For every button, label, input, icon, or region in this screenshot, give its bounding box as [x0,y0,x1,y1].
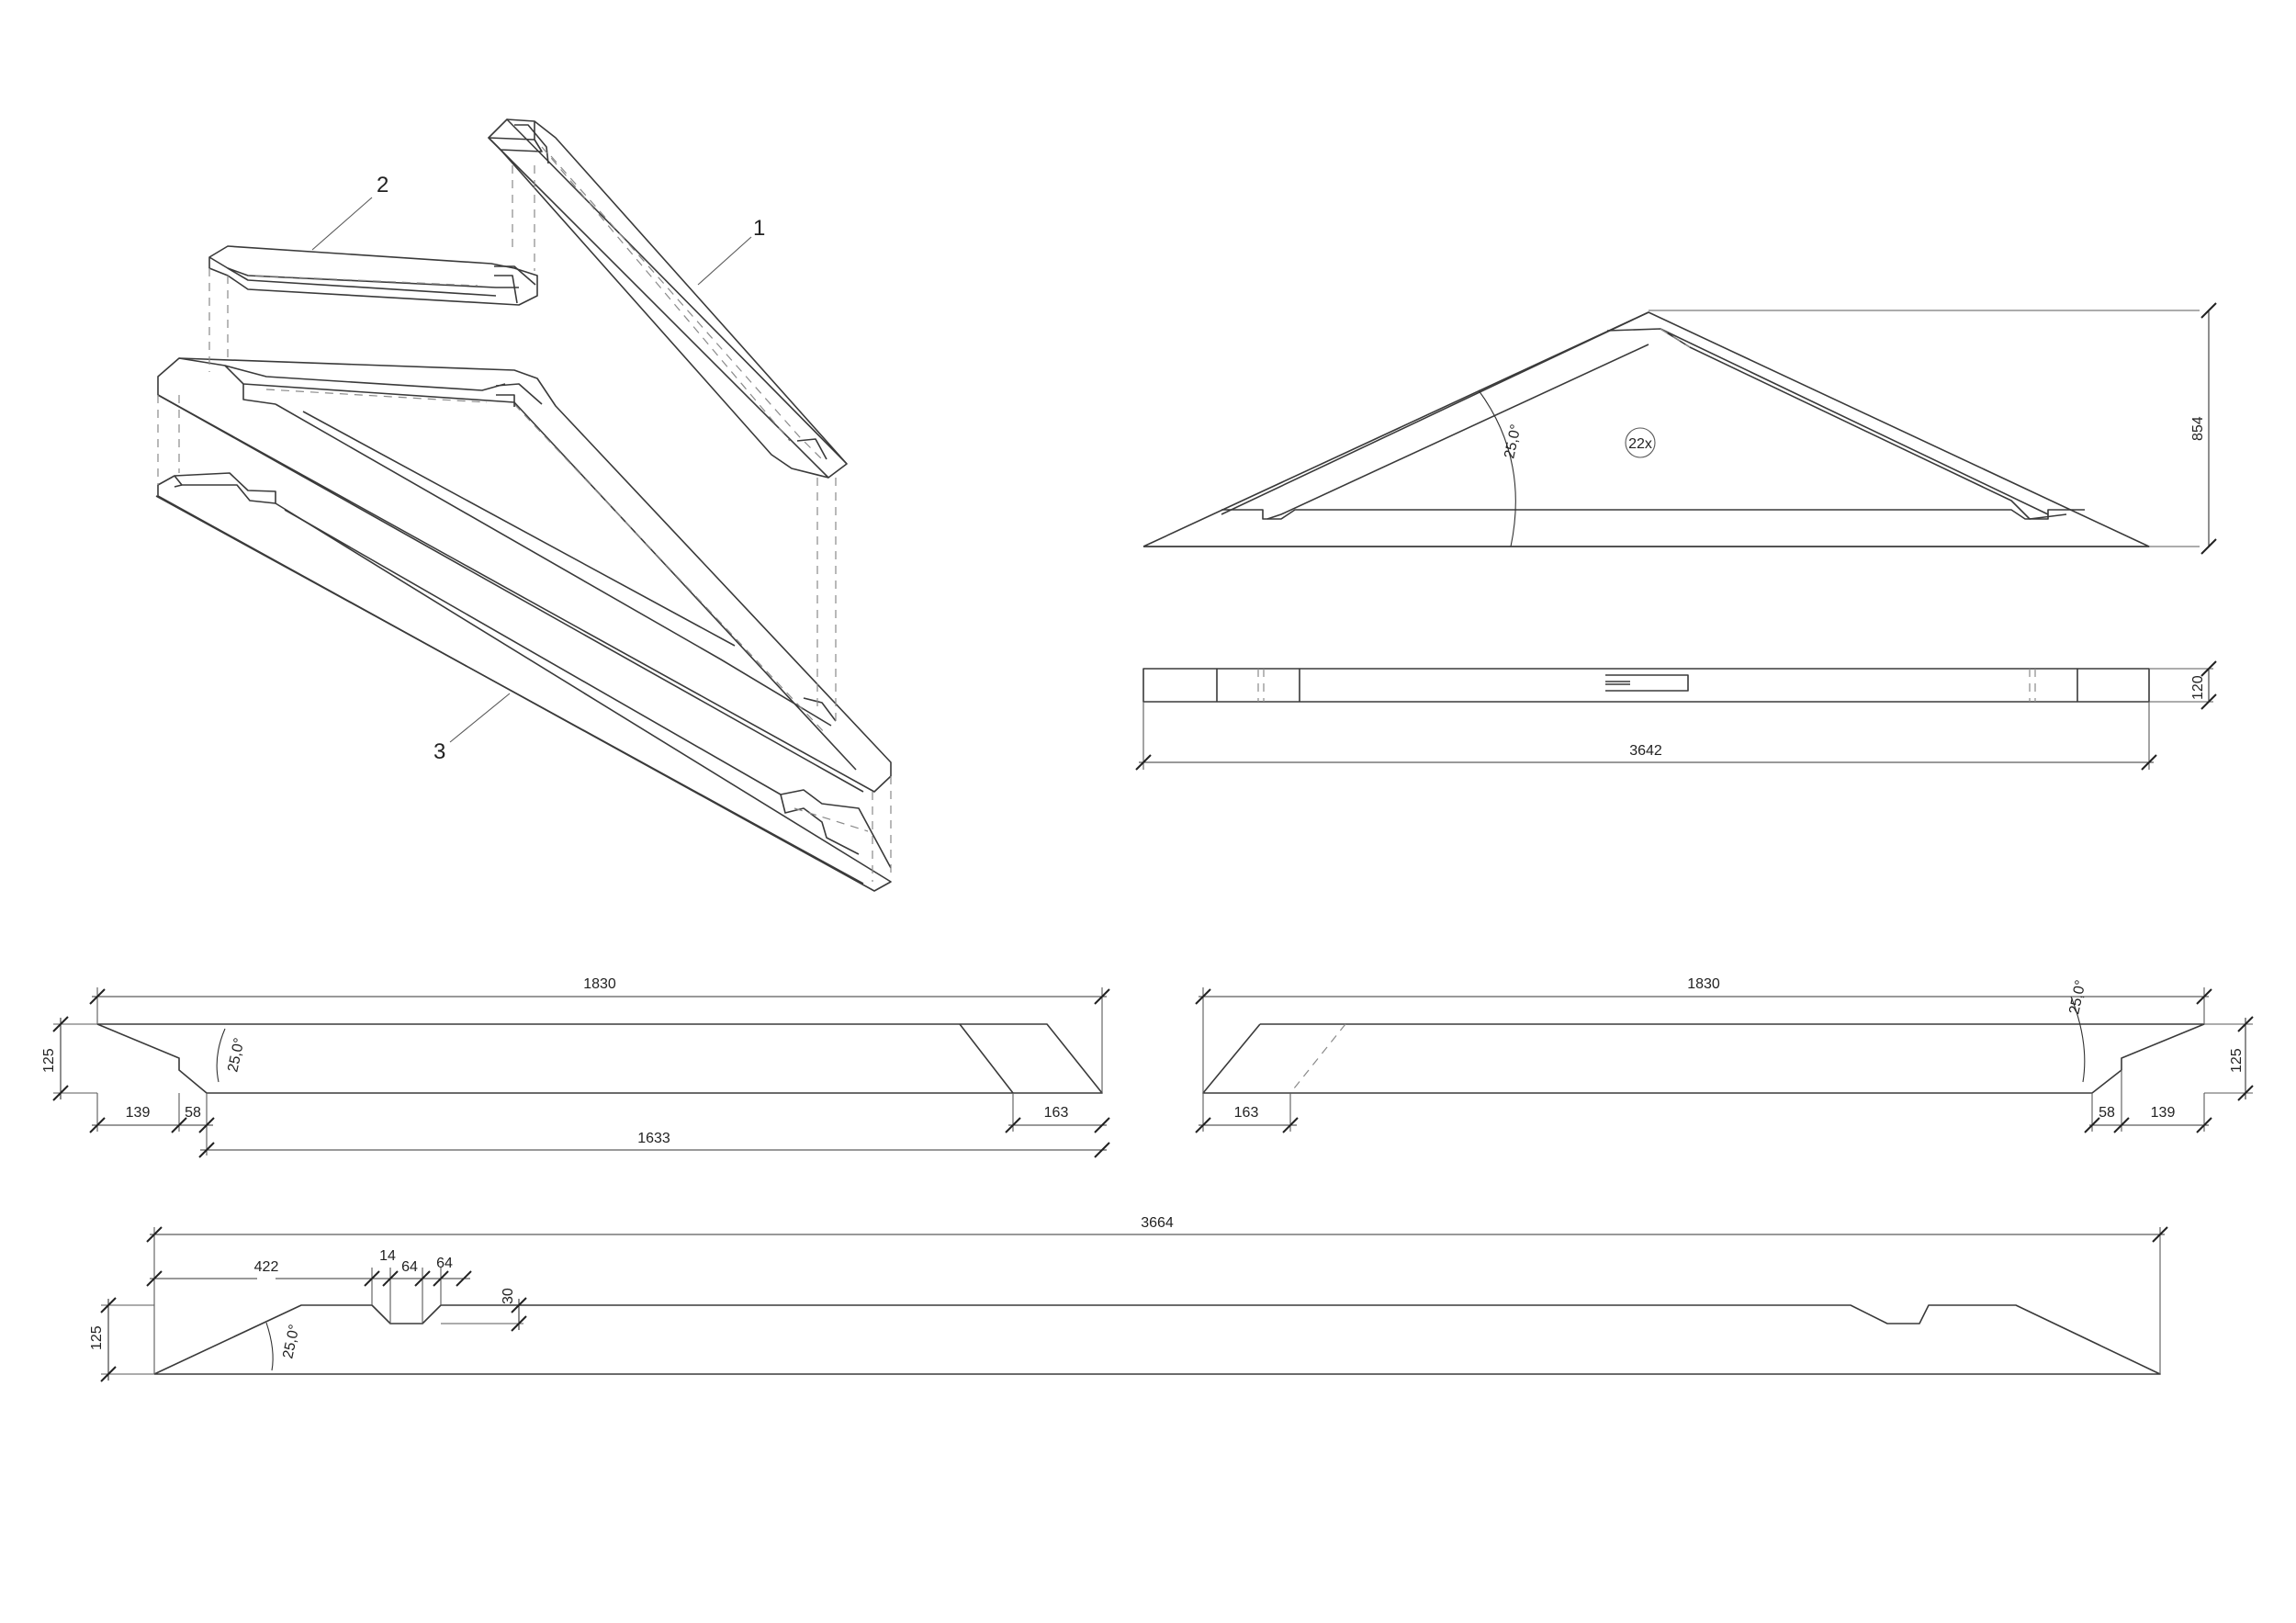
callout-2-leader [311,197,373,251]
truss-height-label: 854 [2190,416,2206,441]
rafter-left-length-label: 1830 [583,976,616,992]
explode-lines [157,165,892,882]
callout-2-label: 2 [377,173,388,197]
tie-beam-length-label: 3664 [1141,1215,1174,1231]
iso-part-3-tie-beam [155,472,892,892]
rafter-left-endcut-label: 163 [1044,1105,1069,1121]
truss-plan-view: 120 3642 [1135,660,2217,771]
truss-count-label: 22x [1628,436,1652,452]
tie-beam-angle-label: 25,0° [280,1324,302,1360]
iso-part-1-rafter [488,118,848,479]
rafter-left-seat-offset-label: 139 [126,1105,151,1121]
truss-angle-label: 25,0° [1502,423,1524,460]
rafter-left-body-label: 1633 [637,1131,670,1146]
iso-part-2-collar [208,245,538,306]
tie-beam-notch-a-label: 14 [379,1248,396,1264]
rafter-left-view: 25,0° 1830 125 139 58 1633 163 [41,976,1110,1158]
rafter-right-seat-offset-label: 139 [2151,1105,2176,1121]
tie-beam-notch-depth-label: 30 [501,1288,516,1304]
tie-beam-notch-offset-label: 422 [254,1259,279,1275]
rafter-right-length-label: 1830 [1687,976,1720,992]
truss-angle-arc [1478,389,1516,547]
tie-beam-notch-b-label: 64 [401,1259,418,1275]
callout-3-label: 3 [433,739,445,764]
tie-beam-notch-c-label: 64 [436,1256,453,1271]
plan-thickness-label: 120 [2190,675,2206,700]
plan-length-label: 3642 [1629,743,1662,759]
rafter-right-height-label: 125 [2229,1048,2245,1073]
truss-elevation-view: 25,0° 22x 854 [1142,302,2217,555]
iso-assembled-frame [157,357,892,793]
isometric-exploded-view: 1 2 3 [155,118,892,892]
rafter-right-angle-label: 25,0° [2066,979,2088,1016]
rafter-left-angle-label: 25,0° [225,1037,247,1074]
tie-beam-view: 25,0° 3664 125 422 14 64 64 30 [89,1215,2168,1382]
rafter-left-height-label: 125 [41,1048,57,1073]
count-circle [1625,427,1656,458]
tie-beam-height-label: 125 [89,1325,105,1350]
rafter-left-seat-width-label: 58 [185,1105,201,1121]
callout-3-leader [449,693,511,743]
rafter-right-seat-width-label: 58 [2099,1105,2115,1121]
rafter-right-endcut-label: 163 [1234,1105,1259,1121]
rafter-right-view: 25,0° 1830 125 58 139 163 [1195,976,2254,1133]
callout-1-leader [697,236,752,286]
callout-1-label: 1 [753,216,765,241]
